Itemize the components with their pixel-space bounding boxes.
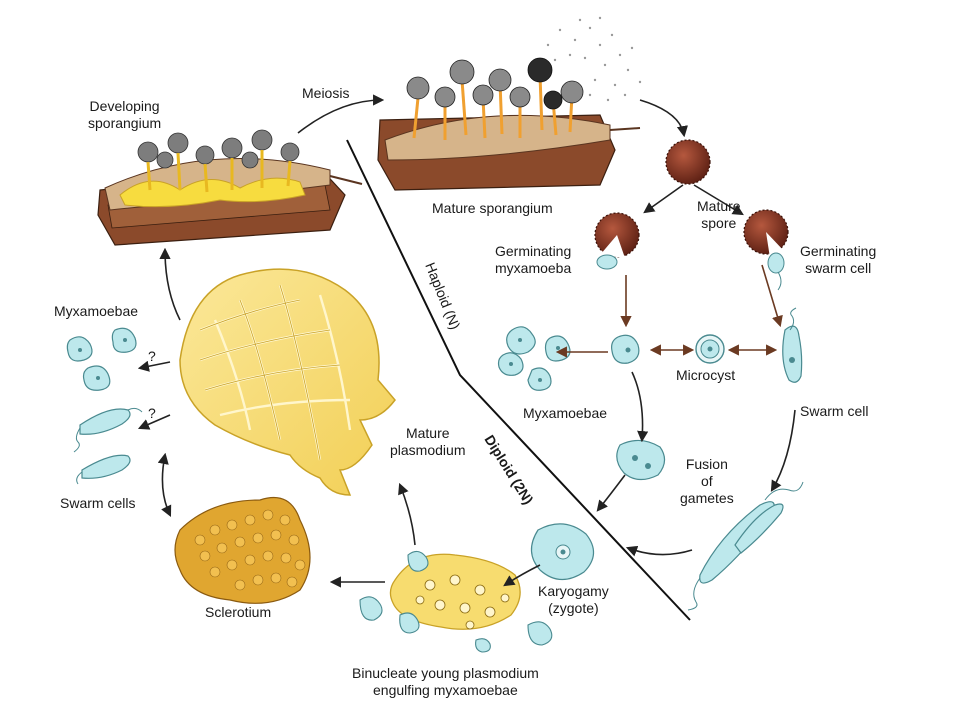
label-line: of bbox=[701, 473, 713, 489]
germinating-swarm-cell-spore-illustration bbox=[743, 209, 789, 291]
label-germinating-swarm-cell: Germinating swarm cell bbox=[800, 243, 876, 277]
label-myxamoebae-center: Myxamoebae bbox=[523, 405, 608, 421]
cycle-arrows bbox=[137, 94, 796, 588]
label-line: gametes bbox=[680, 490, 734, 506]
swarm-cell-right-illustration bbox=[782, 307, 803, 383]
label-line: Germinating bbox=[800, 243, 877, 259]
myxamoebae-left-cells bbox=[66, 327, 137, 391]
label-binucleate-young-plasmodium: Binucleate young plasmodium engulfing my… bbox=[352, 665, 539, 699]
swarm-cells-left-illustration bbox=[79, 408, 131, 479]
binucleate-young-plasmodium-illustration bbox=[359, 550, 553, 653]
label-karyogamy: Karyogamy (zygote) bbox=[538, 583, 609, 617]
myxamoebae-center-cells bbox=[497, 326, 640, 391]
label-sclerotium: Sclerotium bbox=[205, 604, 272, 620]
label-line: Fusion bbox=[685, 456, 728, 472]
label-line: Developing bbox=[89, 98, 160, 114]
label-mature-plasmodium: Mature plasmodium bbox=[390, 425, 465, 459]
label-question-1: ? bbox=[148, 348, 156, 364]
label-fusion-of-gametes: Fusion of gametes bbox=[680, 456, 734, 507]
mature-plasmodium-illustration bbox=[179, 268, 396, 496]
label-line: Germinating bbox=[495, 243, 572, 259]
mature-sporangium-illustration bbox=[377, 16, 642, 191]
mature-spore-illustration bbox=[665, 139, 711, 185]
sclerotium-illustration bbox=[174, 496, 311, 604]
label-germinating-myxamoeba: Germinating myxamoeba bbox=[495, 243, 571, 277]
label-line: sporangium bbox=[88, 115, 162, 131]
label-question-2: ? bbox=[148, 405, 156, 421]
label-swarm-cells-left: Swarm cells bbox=[60, 495, 136, 511]
karyogamy-zygote-illustration bbox=[530, 523, 595, 581]
fusing-swarm-cells-illustration bbox=[699, 501, 784, 584]
label-myxamoebae-left: Myxamoebae bbox=[54, 303, 139, 319]
microcyst-illustration bbox=[695, 334, 725, 364]
label-line: Karyogamy bbox=[538, 583, 609, 599]
label-line: Mature bbox=[697, 198, 741, 214]
label-line: plasmodium bbox=[390, 442, 466, 458]
label-meiosis: Meiosis bbox=[302, 85, 350, 101]
germinating-myxamoeba-spore-illustration bbox=[594, 212, 640, 270]
label-mature-spore: Mature spore bbox=[697, 198, 741, 232]
label-line: myxamoeba bbox=[495, 260, 572, 276]
fusion-of-gametes-illustration bbox=[616, 439, 666, 481]
label-line: engulfing myxamoebae bbox=[373, 682, 518, 698]
label-line: swarm cell bbox=[805, 260, 872, 276]
developing-sporangium-illustration bbox=[97, 129, 363, 246]
label-microcyst: Microcyst bbox=[676, 367, 736, 383]
label-line: spore bbox=[701, 215, 737, 231]
label-swarm-cell-right: Swarm cell bbox=[800, 403, 869, 419]
label-developing-sporangium: Developing sporangium bbox=[88, 98, 161, 132]
label-line: (zygote) bbox=[548, 600, 599, 616]
haploid-diploid-divider bbox=[346, 139, 691, 621]
label-mature-sporangium: Mature sporangium bbox=[432, 200, 553, 216]
label-line: Binucleate young plasmodium bbox=[352, 665, 539, 681]
label-line: Mature bbox=[405, 425, 450, 441]
